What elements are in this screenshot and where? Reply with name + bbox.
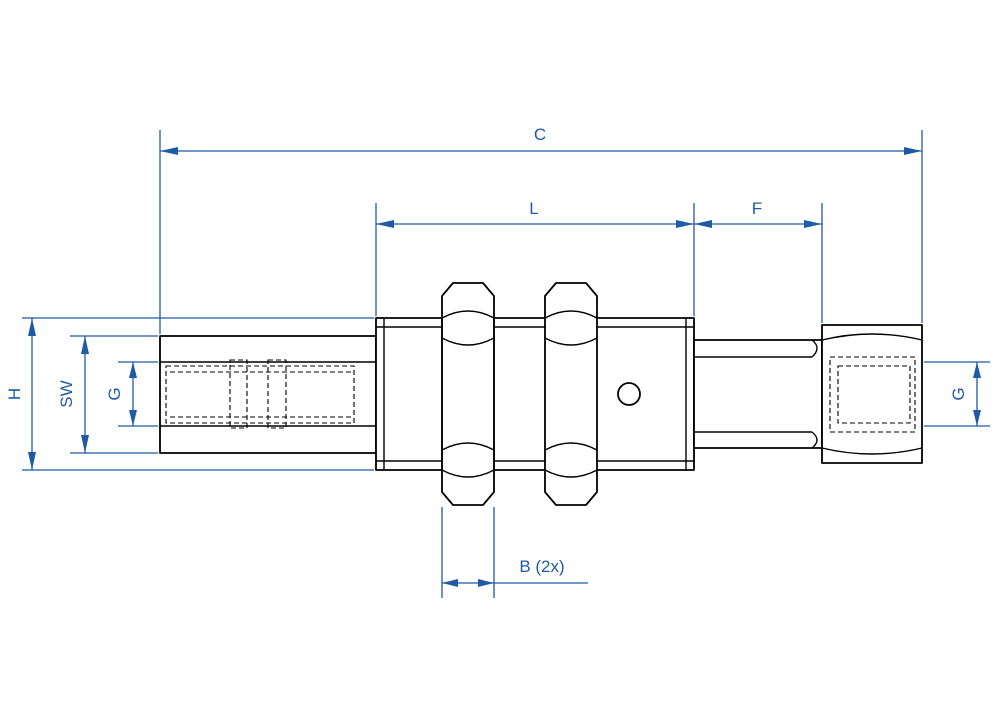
dimension-sw: SW [57,336,89,453]
nut-2 [544,282,598,506]
body-hole [617,382,641,406]
label-g-right: G [949,387,968,400]
label-f: F [752,199,762,218]
dimension-g-left: G [105,362,137,426]
label-g-left: G [105,387,124,400]
label-l: L [529,199,538,218]
right-hex-fitting [821,324,923,464]
dimension-c: C [160,125,922,155]
label-sw: SW [57,380,76,407]
dimension-h: H [5,318,36,470]
label-b: B (2x) [519,557,564,576]
dimension-l: L [376,199,694,228]
left-hex-fitting [159,335,377,454]
label-h: H [5,388,24,400]
threaded-body [375,317,695,471]
dimension-f: F [694,199,822,228]
nut-1 [441,282,495,506]
dimension-b: B (2x) [442,557,588,587]
extension-shaft [693,339,823,449]
label-c: C [534,125,546,144]
part-outline [159,282,923,506]
dimension-g-right: G [949,362,981,426]
